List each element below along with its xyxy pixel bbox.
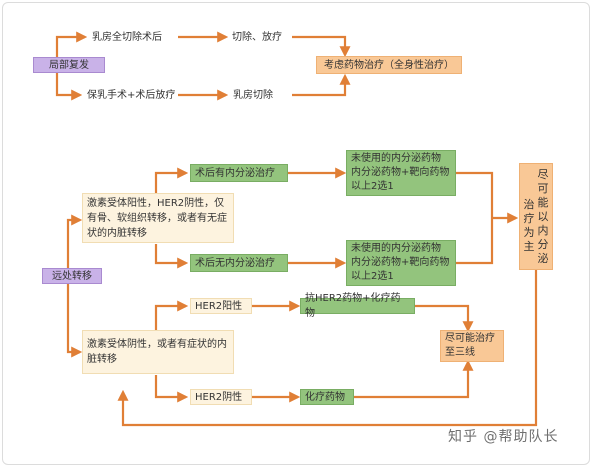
with-endocrine-drug-node: 未使用的内分泌药物 内分泌药物+靶向药物 以上2选1 [346,150,456,196]
mastectomy-node: 乳房切除 [229,87,293,103]
her2-positive-drug-node: 抗HER2药物+化疗药物 [300,293,415,319]
arrow-resect-to-drug [292,35,351,58]
her2-positive-drug-label: 抗HER2药物+化疗药物 [305,293,401,319]
resect-radiotherapy-node: 切除、放疗 [228,29,292,45]
total-mastectomy-label: 乳房全切除术后 [92,31,162,43]
her2-negative-label: HER2阴性 [195,391,243,403]
her2-negative-drug-label: 化疗药物 [305,391,345,403]
arrow-distant-to-positive [66,214,83,268]
with-endocrine-drug-label: 未使用的内分泌药物 内分泌药物+靶向药物 以上2选1 [351,153,450,192]
arrow-negative-to-her2-neg [154,375,189,403]
arrow-her2-neg-drug-to-result [354,359,474,399]
without-endocrine-node: 术后无内分泌治疗 [190,254,288,272]
distant-metastasis-label: 远处转移 [52,270,92,282]
arrow-local-to-total [55,31,88,57]
endocrine-priority-col1: 尽可能以内分泌 [537,167,549,265]
her2-negative-node: HER2阴性 [190,389,252,405]
local-recurrence-label: 局部复发 [49,59,89,71]
third-line-node: 尽可能治疗 至三线 [440,330,504,362]
breast-conserving-node: 保乳手术+术后放疗 [83,87,183,103]
her2-negative-drug-node: 化疗药物 [300,389,354,405]
arrow-mastectomy-to-drug [292,73,351,97]
her2-positive-label: HER2阳性 [195,300,243,312]
watermark: 知乎 @帮助队长 [448,429,559,445]
systemic-therapy-node: 考虑药物治疗（全身性治疗） [316,56,462,74]
without-endocrine-drug-label: 未使用的内分泌药物 内分泌药物+靶向药物 以上2选1 [351,243,450,282]
arrow-distant-to-negative [66,282,83,358]
arrow-local-to-conserving [55,72,83,101]
hr-negative-label: 激素受体阴性，或者有症状的内脏转移 [87,339,227,365]
hr-negative-node: 激素受体阴性，或者有症状的内脏转移 [82,330,234,374]
without-endocrine-label: 术后无内分泌治疗 [195,257,275,269]
endocrine-priority-col2: 治疗为主 [523,197,535,253]
breast-conserving-label: 保乳手术+术后放疗 [87,89,176,101]
total-mastectomy-node: 乳房全切除术后 [88,29,180,45]
arrow-loop-back [117,270,538,427]
with-endocrine-node: 术后有内分泌治疗 [190,164,288,182]
her2-positive-node: HER2阳性 [190,298,252,314]
endocrine-priority-node: 治疗为主 尽可能以内分泌 [519,163,553,270]
arrow-her2-pos-drug-to-result [415,304,474,333]
distant-metastasis-node: 远处转移 [42,268,102,284]
resect-radiotherapy-label: 切除、放疗 [232,31,282,43]
hr-positive-node: 激素受体阳性，HER2阴性，仅有骨、软组织转移，或者有无症状的内脏转移 [82,193,234,243]
arrow-positive-drugs-to-result [456,171,494,265]
mastectomy-label: 乳房切除 [233,89,273,101]
local-recurrence-node: 局部复发 [33,57,105,73]
arrow-positive-to-with-endo [154,167,189,196]
systemic-therapy-label: 考虑药物治疗（全身性治疗） [324,59,454,71]
arrow-negative-to-her2-pos [154,300,189,330]
with-endocrine-label: 术后有内分泌治疗 [195,167,275,179]
arrow-positive-to-without-endo [154,244,189,269]
third-line-label: 尽可能治疗 至三线 [445,333,495,358]
without-endocrine-drug-node: 未使用的内分泌药物 内分泌药物+靶向药物 以上2选1 [346,240,456,286]
hr-positive-label: 激素受体阳性，HER2阴性，仅有骨、软组织转移，或者有无症状的内脏转移 [87,197,227,239]
